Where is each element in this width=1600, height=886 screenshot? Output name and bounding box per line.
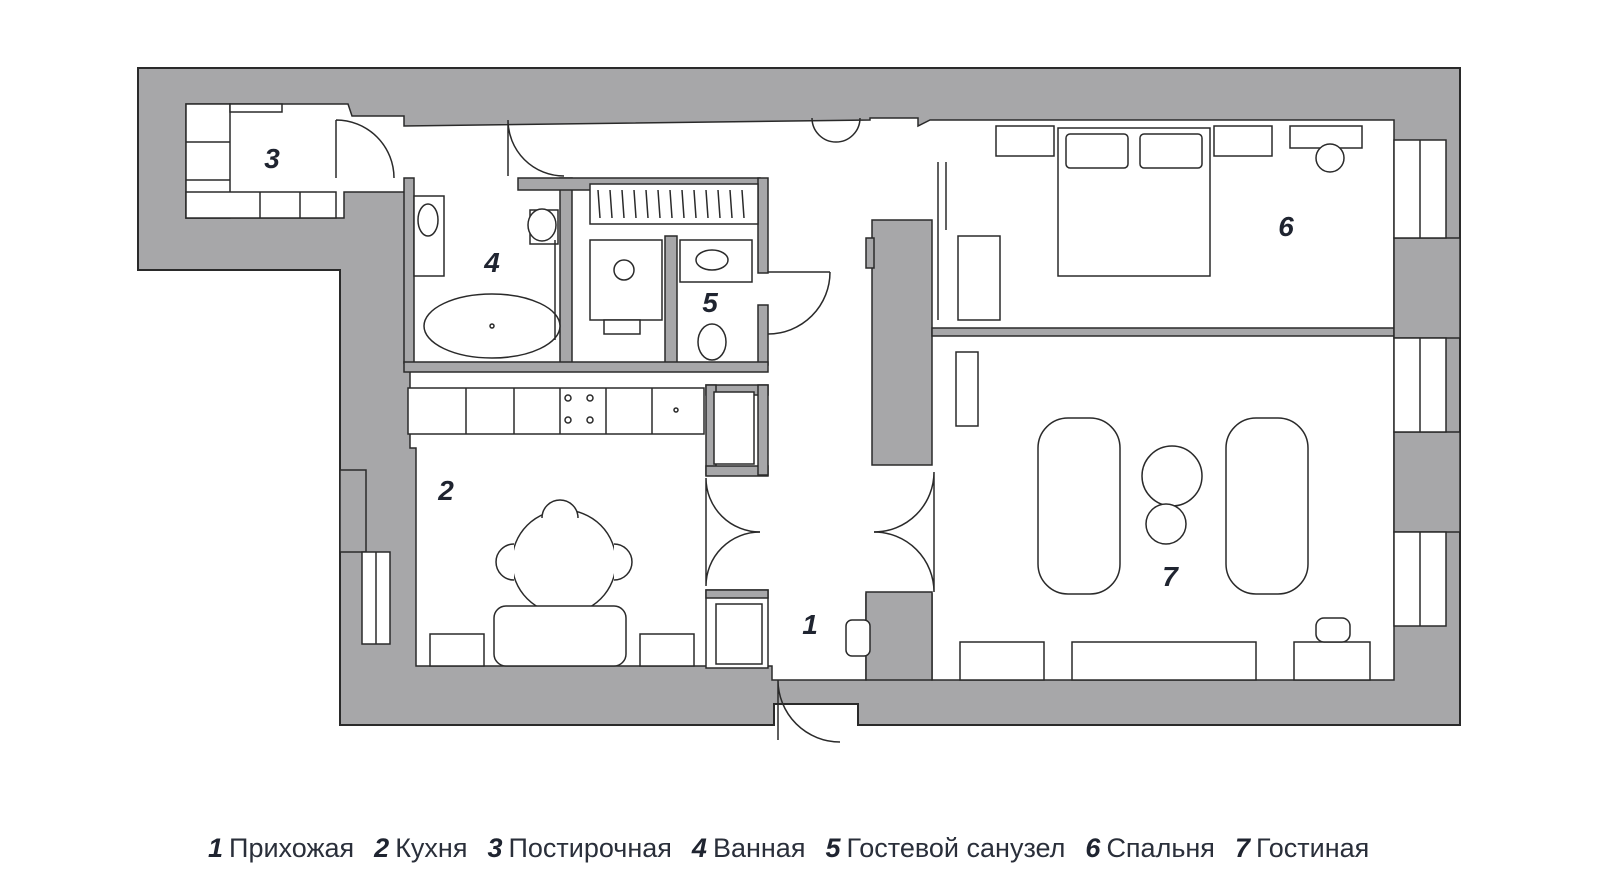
floor-plan: 1 2 3 4 5 6 7 — [137, 67, 1461, 743]
room-label-5: 5 — [702, 287, 718, 318]
room-label-4: 4 — [483, 247, 500, 278]
legend-name: Гостевой санузел — [846, 832, 1066, 863]
legend-number: 6 — [1085, 832, 1101, 863]
furniture — [185, 103, 1371, 681]
room-label-7: 7 — [1162, 561, 1179, 592]
legend-name: Ванная — [712, 832, 806, 863]
radiator — [589, 183, 759, 225]
sofa-left — [1037, 417, 1121, 595]
kitchen-counter — [407, 387, 705, 435]
legend-number: 5 — [825, 832, 841, 863]
room-labels: 1 2 3 4 5 6 7 — [264, 143, 1294, 640]
legend-number: 4 — [691, 832, 707, 863]
toilet-icon — [697, 323, 727, 361]
legend-number: 3 — [487, 832, 503, 863]
legend-name: Кухня — [395, 832, 468, 863]
legend-name: Спальня — [1106, 832, 1215, 863]
room-label-2: 2 — [437, 475, 454, 506]
legend-number: 2 — [374, 832, 390, 863]
legend-number: 7 — [1234, 832, 1250, 863]
room-label-6: 6 — [1278, 211, 1294, 242]
legend-name: Прихожая — [229, 832, 355, 863]
legend-name: Постирочная — [508, 832, 672, 863]
room-label-3: 3 — [264, 143, 280, 174]
legend-name: Гостиная — [1255, 832, 1370, 863]
dining-table — [511, 509, 617, 615]
windows — [361, 139, 1447, 645]
legend-number: 1 — [208, 832, 224, 863]
coffee-table — [1141, 445, 1203, 507]
doors — [335, 117, 947, 743]
room-label-1: 1 — [802, 609, 818, 640]
interior-walls — [339, 177, 1461, 681]
